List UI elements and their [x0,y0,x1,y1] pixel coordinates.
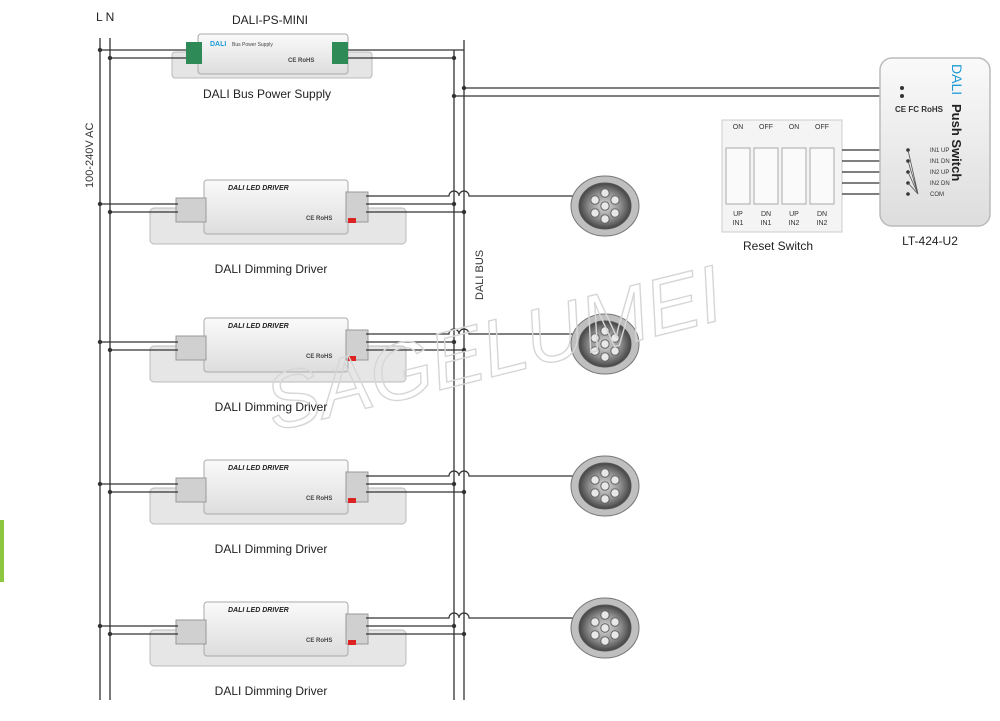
ps-brand: DALI [210,41,226,48]
push-switch-name: Push Switch [949,104,964,181]
push-switch-terminal-label: IN1 DN [930,159,950,165]
accent-bar [0,520,4,582]
dimming-driver: DALI LED DRIVER CE RoHS [149,179,407,245]
driver-marks: CE RoHS [306,638,332,644]
dimming-driver: DALI LED DRIVER CE RoHS [149,601,407,667]
power-supply: DALI Bus Power Supply CE RoHS [171,33,373,79]
reset-switch-bottom-label: IN2 [817,220,828,227]
reset-switch-key [725,147,751,205]
driver-output-wire [366,612,576,619]
driver-marks: CE RoHS [306,354,332,360]
reset-switch-buttons: ON UP IN1 OFF DN IN1 ON UP IN2 OFF DN IN2 [725,124,835,227]
driver-caption: DALI Dimming Driver [214,684,328,698]
downlight [570,455,640,517]
driver-caption: DALI Dimming Driver [214,262,328,276]
dali-bus-label: DALI BUS [474,249,486,300]
reset-switch-top-label: OFF [759,124,773,131]
dimming-driver: DALI LED DRIVER CE RoHS [149,317,407,383]
reset-switch-top-label: ON [789,124,800,131]
ps-title: Bus Power Supply [232,42,273,48]
driver-output-wire [366,190,576,197]
reset-switch-bottom-label: IN1 [761,220,772,227]
ps-model-label: DALI-PS-MINI [231,13,309,27]
reset-switch-bottom-label: IN2 [789,220,800,227]
driver-title: DALI LED DRIVER [228,465,289,472]
driver-marks: CE RoHS [306,216,332,222]
downlight [570,175,640,237]
voltage-label: 100-240V AC [84,122,96,188]
ps-caption-label: DALI Bus Power Supply [202,87,332,101]
driver-title: DALI LED DRIVER [228,185,289,192]
dimming-driver: DALI LED DRIVER CE RoHS [149,459,407,525]
reset-switch-bottom-label: DN [761,211,771,218]
reset-switch-bottom-label: DN [817,211,827,218]
reset-switch-top-label: ON [733,124,744,131]
driver-title: DALI LED DRIVER [228,607,289,614]
driver-title: DALI LED DRIVER [228,323,289,330]
reset-switch-bottom-label: UP [789,211,799,218]
driver-marks: CE RoHS [306,496,332,502]
reset-switch-key [753,147,779,205]
mains-ln-label: L N [96,10,115,24]
push-switch-terminals: IN1 UP IN1 DN IN2 UP IN2 DN COM [906,148,950,198]
reset-switch-bottom-label: IN1 [733,220,744,227]
push-switch-terminal-label: IN2 UP [930,170,949,176]
driver-output-wire [366,470,576,477]
reset-switch-bottom-label: UP [733,211,743,218]
push-switch: DALI Push Switch CE FC RoHS IN1 UP IN1 DN… [879,57,991,227]
push-switch-terminal-label: IN2 DN [930,181,950,187]
downlight [570,597,640,659]
push-switch-marks: CE FC RoHS [895,105,944,114]
reset-switch-top-label: OFF [815,124,829,131]
driver-caption: DALI Dimming Driver [214,400,328,414]
driver-caption: DALI Dimming Driver [214,542,328,556]
push-switch-model-label: LT-424-U2 [902,234,958,248]
ps-marks: CE RoHS [288,58,314,64]
driver-output-wire [366,328,576,335]
push-switch-internal-wiring [907,149,919,195]
watermark-text: SAGELUMEI [256,249,730,448]
reset-switch-caption: Reset Switch [742,239,814,253]
reset-switch-key [781,147,807,205]
downlight [570,313,640,375]
push-switch-terminal-label: COM [930,192,944,198]
reset-switch: ON UP IN1 OFF DN IN1 ON UP IN2 OFF DN IN2 [721,119,843,233]
reset-switch-key [809,147,835,205]
push-switch-terminal-label: IN1 UP [930,148,949,154]
push-switch-brand: DALI [949,64,965,95]
drivers-layer: DALI LED DRIVER CE RoHS DALI LED DRIVER CE … [97,175,640,667]
